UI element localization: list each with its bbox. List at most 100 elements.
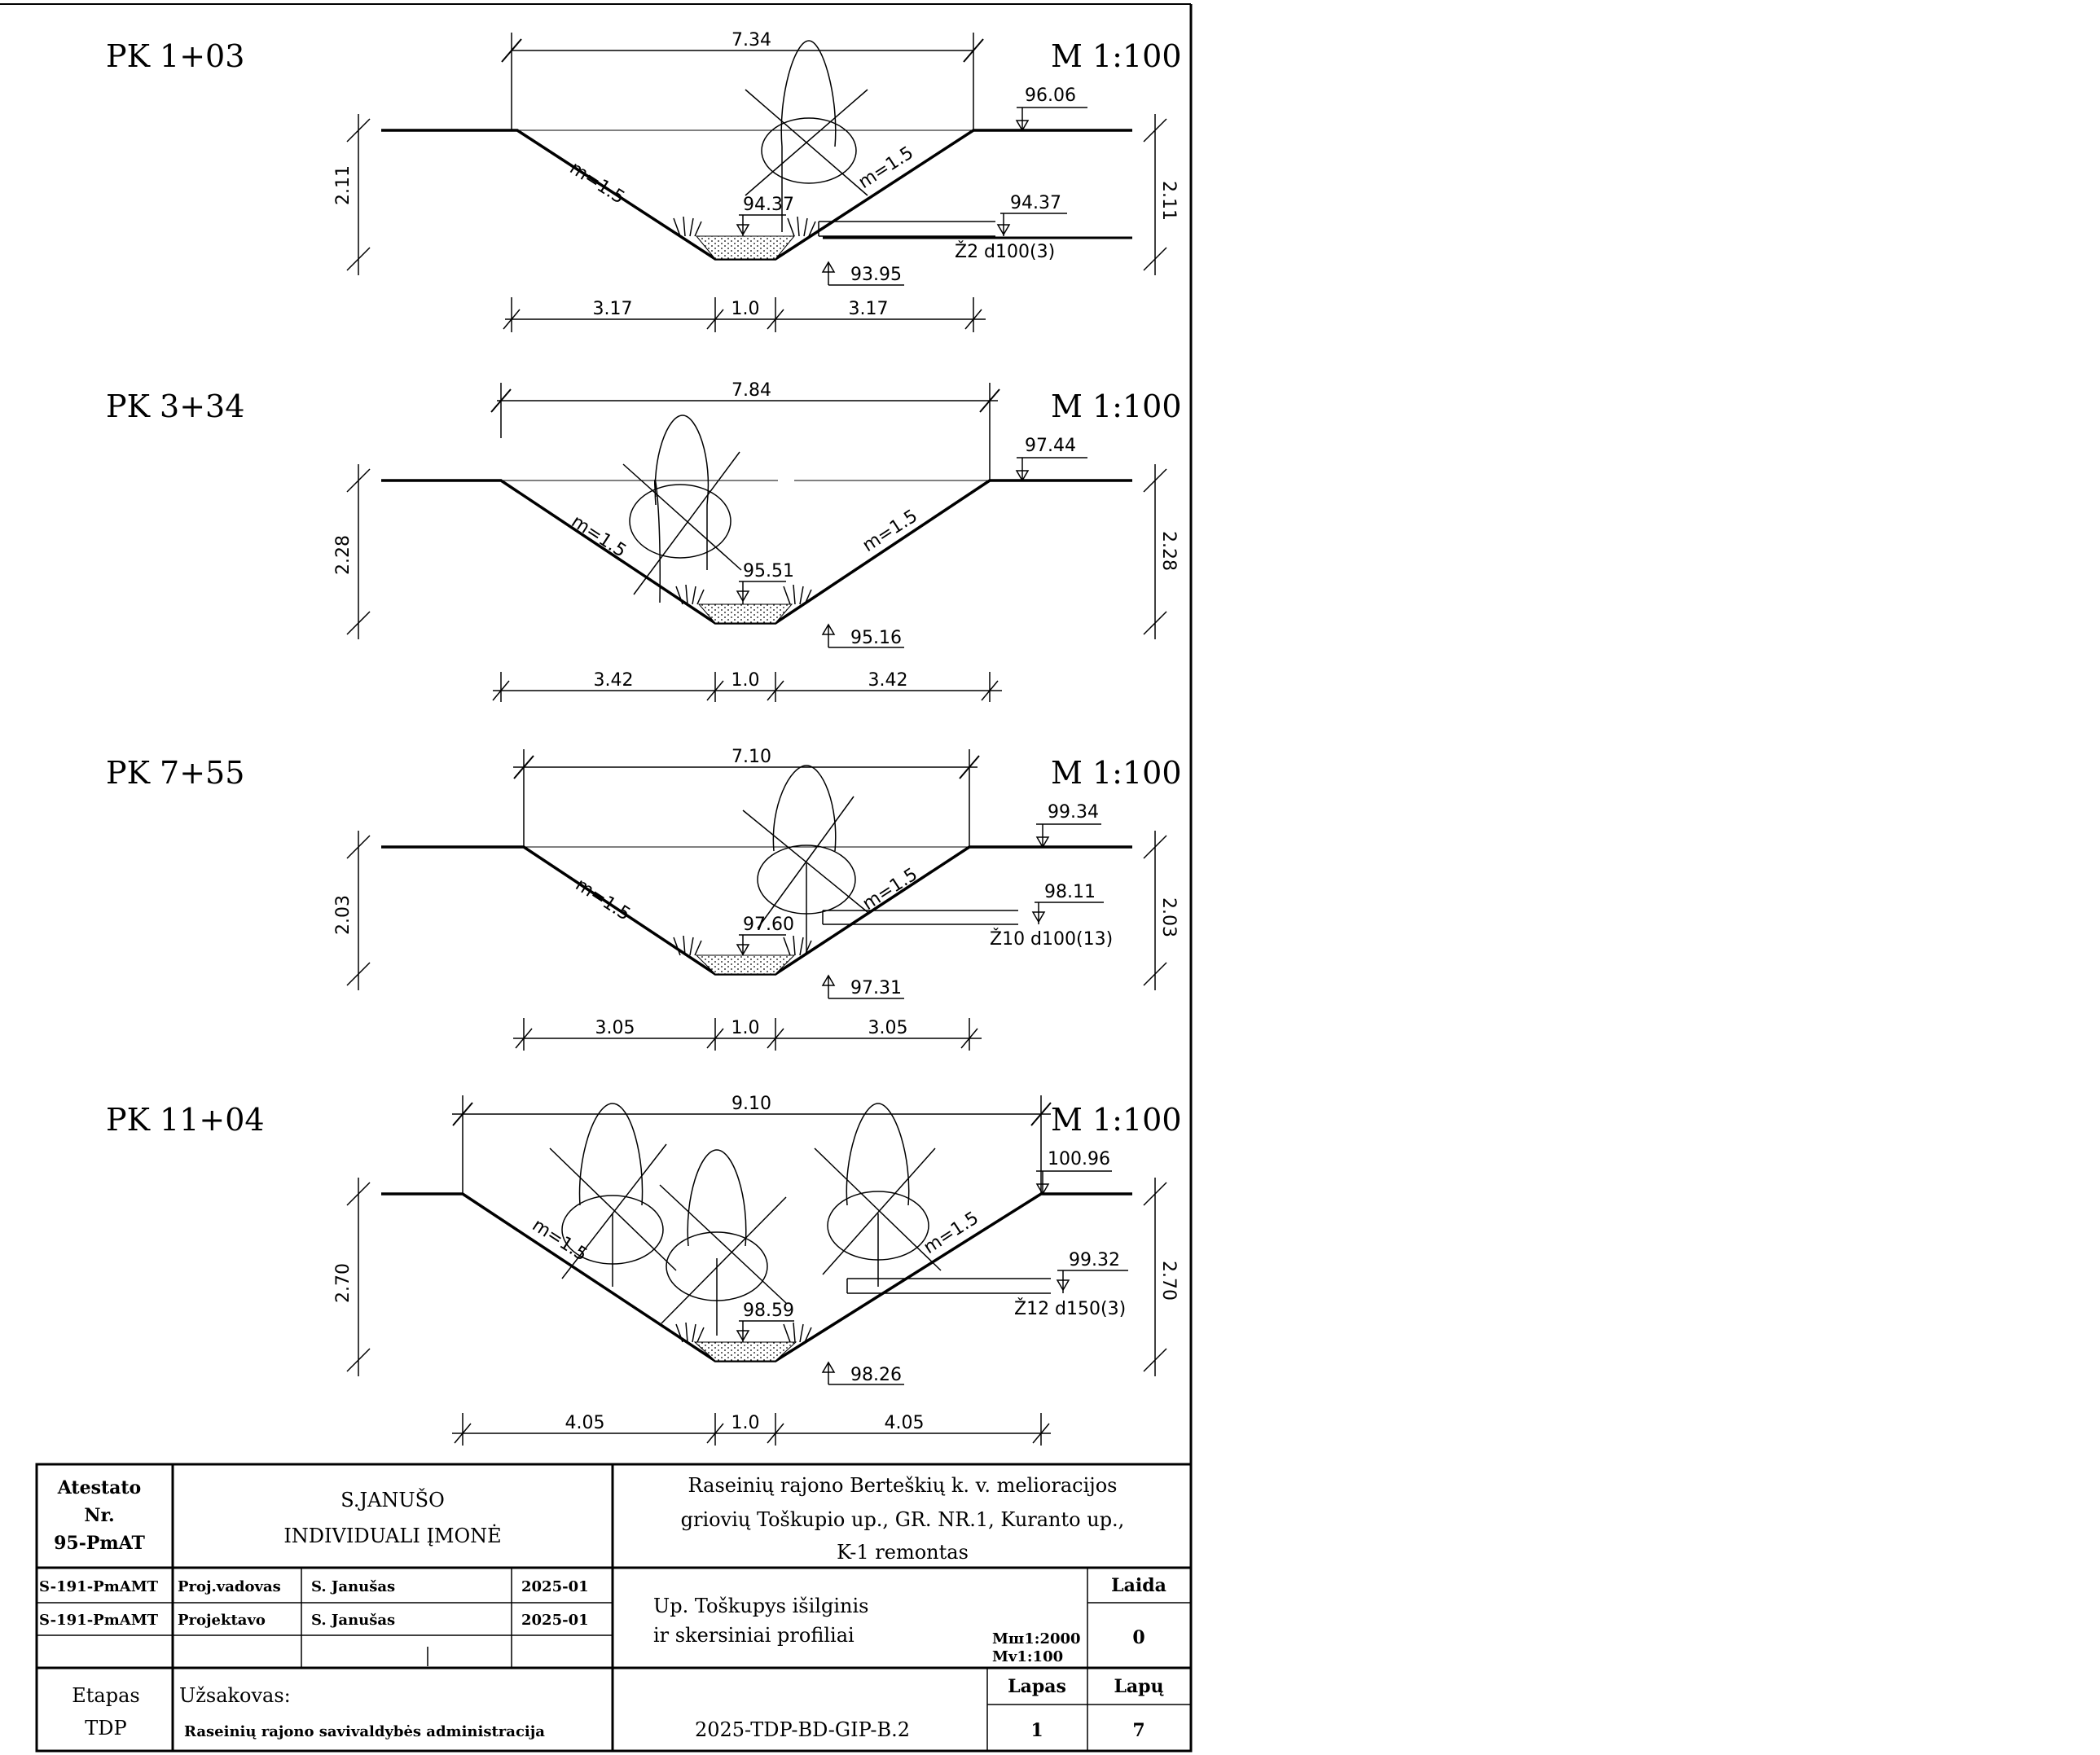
certificate-label: Atestato <box>57 1477 141 1498</box>
drain-level-value: 99.32 <box>1069 1250 1120 1270</box>
section-scale-label: M 1:100 <box>1051 38 1182 74</box>
bottom-level-marker <box>821 623 904 648</box>
project-title-line2: griovių Toškupio up., GR. NR.1, Kuranto … <box>681 1508 1125 1531</box>
water-level-value: 95.51 <box>743 561 794 581</box>
bottom-level-marker <box>821 261 904 286</box>
vertical-scale: Mv1:100 <box>992 1648 1063 1665</box>
drain-label: Ž2 d100(3) <box>955 241 1055 262</box>
section-station-label: PK 1+03 <box>106 38 244 74</box>
top-width-value: 9.10 <box>731 1094 771 1114</box>
top-width-value: 7.34 <box>731 30 771 50</box>
top-level-marker <box>1015 107 1087 132</box>
title-block: Atestato Nr. 95-PmAT S.JANUŠO INDIVIDUAL… <box>35 1463 1193 1753</box>
left-slope-label: m=1.5 <box>568 511 630 562</box>
tree-symbol-left <box>549 1103 677 1287</box>
water-hatch <box>695 954 796 975</box>
water-level-value: 97.60 <box>743 915 794 935</box>
grass-symbol <box>675 584 812 605</box>
top-width-dimension <box>513 749 980 847</box>
water-level-marker <box>736 214 786 236</box>
bottom-width-dimension <box>492 672 1002 702</box>
signatory-2-date: 2025-01 <box>521 1612 589 1629</box>
water-hatch <box>693 1341 797 1362</box>
section-station-label: PK 7+55 <box>106 755 244 791</box>
top-level-marker <box>1015 457 1087 482</box>
drain-level-value: 94.37 <box>1010 193 1061 213</box>
signatory-1-cert: S-191-PmAMT <box>39 1578 159 1595</box>
water-level-marker <box>736 581 786 604</box>
left-slope-label: m=1.5 <box>572 875 634 925</box>
bottom-level-value: 97.31 <box>850 978 902 998</box>
depth-left-value: 2.11 <box>333 165 354 205</box>
bottom-level-marker <box>821 1361 904 1385</box>
top-level-marker <box>1035 1170 1112 1196</box>
edition-value: 0 <box>1132 1627 1144 1648</box>
section-scale-label: M 1:100 <box>1051 1102 1182 1138</box>
company-name-line1: S.JANUŠO <box>340 1488 445 1511</box>
bottom-width-left: 3.05 <box>595 1018 635 1038</box>
section-station-label: PK 3+34 <box>106 388 244 424</box>
top-width-value: 7.10 <box>731 747 771 767</box>
project-title-line3: K-1 remontas <box>837 1541 969 1564</box>
bottom-width-center: 1.0 <box>731 670 760 691</box>
grass-symbol <box>673 935 812 956</box>
depth-left-value: 2.03 <box>333 895 354 935</box>
depth-left-value: 2.70 <box>333 1263 354 1303</box>
bottom-width-dimension <box>503 297 986 332</box>
top-level-marker <box>1035 823 1101 849</box>
bottom-width-left: 4.05 <box>565 1413 605 1433</box>
bottom-width-dimension <box>513 1018 982 1051</box>
drain-pipe <box>818 213 1132 239</box>
bottom-width-center: 1.0 <box>731 299 760 319</box>
bottom-level-marker <box>821 974 904 999</box>
depth-dimension <box>346 464 1167 639</box>
right-slope-label: m=1.5 <box>859 864 921 915</box>
drain-label: Ž12 d150(3) <box>1014 1298 1126 1319</box>
top-width-dimension <box>452 1095 1052 1194</box>
drain-pipe <box>846 1270 1128 1294</box>
certificate-nr-label: Nr. <box>84 1505 114 1526</box>
document-code: 2025-TDP-BD-GIP-B.2 <box>695 1718 910 1741</box>
depth-dimension <box>346 831 1167 990</box>
signatory-1-date: 2025-01 <box>521 1578 589 1595</box>
bottom-width-right: 4.05 <box>885 1413 925 1433</box>
top-width-value: 7.84 <box>731 380 771 401</box>
bottom-width-dimension <box>452 1413 1051 1446</box>
section-scale-label: M 1:100 <box>1051 755 1182 791</box>
cross-section-pk-11-04: PK 11+04 M 1:100 9.10 <box>106 1094 1182 1446</box>
bottom-level-value: 93.95 <box>850 265 902 285</box>
client-label: Užsakovas: <box>179 1684 291 1707</box>
cross-section-pk-7-55: PK 7+55 M 1:100 7.10 m=1.5 m=1.5 <box>106 747 1182 1051</box>
depth-right-value: 2.03 <box>1158 897 1179 937</box>
client-name: Raseinių rajono savivaldybės administrac… <box>184 1723 545 1740</box>
depth-dimension <box>346 1178 1167 1376</box>
water-level-marker <box>736 1320 794 1342</box>
section-scale-label: M 1:100 <box>1051 388 1182 424</box>
top-width-dimension <box>501 33 984 130</box>
drawing-title-line2: ir skersiniai profiliai <box>653 1624 854 1647</box>
top-level-value: 99.34 <box>1048 802 1099 823</box>
bottom-width-left: 3.42 <box>594 670 634 691</box>
depth-dimension <box>346 114 1167 275</box>
sheet-label: Lapas <box>1008 1676 1066 1697</box>
tree-symbol <box>742 765 868 953</box>
top-width-dimension <box>490 383 1000 480</box>
depth-right-value: 2.11 <box>1158 181 1179 221</box>
water-hatch <box>697 603 793 624</box>
bottom-width-center: 1.0 <box>731 1018 760 1038</box>
bottom-width-right: 3.42 <box>868 670 908 691</box>
company-name-line2: INDIVIDUALI ĮMONĖ <box>283 1524 501 1547</box>
bottom-width-right: 3.17 <box>849 299 889 319</box>
stage-value: TDP <box>85 1717 126 1740</box>
bottom-width-left: 3.17 <box>593 299 633 319</box>
drawing-title-line1: Up. Toškupys išilginis <box>653 1595 868 1617</box>
depth-left-value: 2.28 <box>333 535 354 575</box>
sheets-total-label: Lapų <box>1114 1676 1163 1697</box>
cross-section-pk-1-03: PK 1+03 M 1:100 7.34 m=1.5 m=1.5 <box>106 30 1182 332</box>
ground-line <box>381 1192 1132 1362</box>
sheet-number: 1 <box>1030 1720 1043 1741</box>
bottom-width-center: 1.0 <box>731 1413 760 1433</box>
water-level-marker <box>736 934 786 956</box>
sheets-total: 7 <box>1132 1720 1144 1741</box>
